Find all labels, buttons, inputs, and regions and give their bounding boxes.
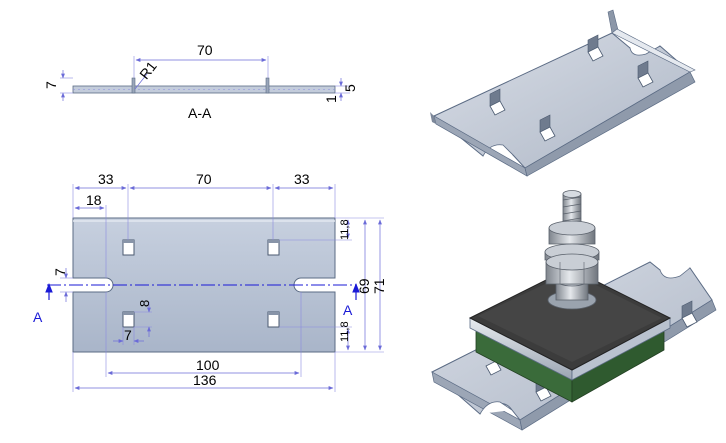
dim-slot-pitch: 100 [196, 357, 220, 373]
dim-section-height-right: 5 [342, 84, 358, 92]
dim-total-length: 136 [193, 372, 217, 388]
section-tab-right [265, 77, 270, 94]
isometric-plate-view [430, 9, 696, 177]
dim-section-height-left: 7 [43, 81, 59, 89]
section-tab-left [131, 77, 136, 94]
section-view-a-a: 70 R1 7 1 5 A-A [43, 42, 358, 121]
isometric-assembly-view [431, 190, 717, 431]
dim-width-total: 71 [371, 278, 387, 294]
section-label: A-A [188, 105, 212, 121]
dim-slot-depth: 18 [86, 192, 102, 208]
dim-section-length: 70 [197, 42, 213, 58]
dim-hole-pitch: 70 [196, 171, 212, 187]
dim-hole-height: 8 [137, 300, 152, 307]
section-marker-right: A [343, 302, 353, 318]
dim-edge-left: 33 [98, 171, 114, 187]
dim-width-inner: 69 [356, 278, 372, 294]
top-view: A A 33 70 33 18 7 11,8 11,8 69 [33, 171, 387, 392]
dim-hole-offset-bottom: 11,8 [339, 321, 351, 342]
dim-edge-right: 33 [294, 171, 310, 187]
dim-section-radius: R1 [136, 58, 160, 82]
dim-section-thickness: 1 [323, 95, 339, 103]
section-marker-left: A [33, 309, 43, 325]
dim-hole-offset-top: 11,8 [339, 219, 351, 240]
dim-hole-width: 7 [124, 327, 132, 343]
dim-slot-width: 7 [52, 268, 68, 276]
